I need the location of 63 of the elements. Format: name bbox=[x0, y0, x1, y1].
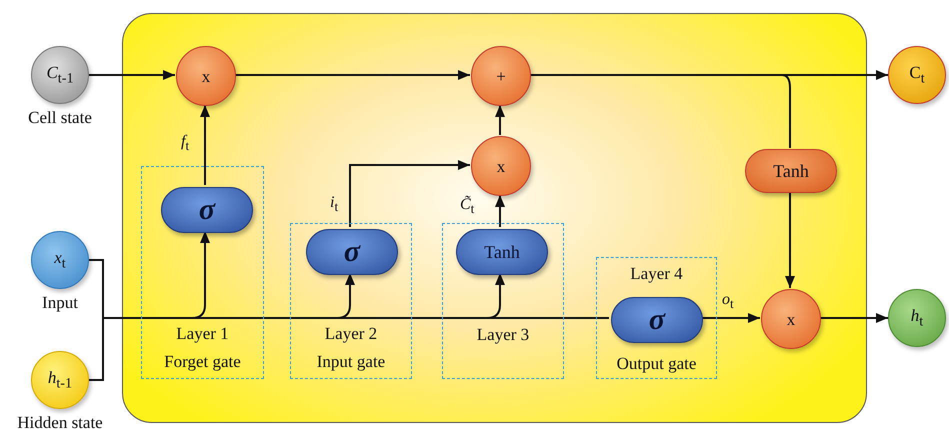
function-label: σ bbox=[648, 305, 666, 335]
state-circle bbox=[31, 351, 89, 409]
edge-label: C̃$_{t}$ bbox=[460, 196, 474, 218]
operation-circle bbox=[176, 46, 236, 106]
arrow bbox=[495, 105, 505, 135]
symbol-label: x bbox=[202, 68, 210, 84]
edge-label: o$_{t}$ bbox=[722, 291, 734, 314]
function-label: Tanh bbox=[484, 243, 520, 261]
activation-pill bbox=[161, 187, 253, 233]
arrow bbox=[89, 70, 175, 80]
gate-label: Forget gate bbox=[163, 352, 242, 372]
gate-label: Input gate bbox=[316, 352, 386, 372]
activation-pill bbox=[306, 229, 398, 275]
operation-circle bbox=[471, 46, 531, 106]
symbol-label: h$_{t-1}$ bbox=[48, 369, 72, 391]
state-caption: Input bbox=[42, 293, 78, 313]
arrow bbox=[495, 195, 505, 227]
operation-circle bbox=[471, 136, 531, 196]
state-circle bbox=[888, 289, 946, 347]
activation-pill bbox=[456, 229, 548, 275]
activation-pill bbox=[611, 297, 703, 343]
gate-label: Layer 4 bbox=[629, 264, 684, 284]
symbol-label: h$_{t}$ bbox=[910, 307, 924, 329]
edge-label: i$_{t}$ bbox=[330, 194, 338, 216]
connector-line bbox=[192, 317, 337, 319]
gate-label: Output gate bbox=[616, 354, 698, 374]
state-circle bbox=[31, 46, 89, 104]
symbol-label: x$_{t}$ bbox=[54, 249, 66, 271]
symbol-label: C$_{t-1}$ bbox=[46, 64, 74, 86]
symbol-label: x bbox=[786, 310, 796, 328]
state-caption: Hidden state bbox=[17, 413, 103, 429]
gate-label: Layer 2 bbox=[324, 324, 378, 344]
activation-pill bbox=[745, 149, 837, 193]
state-circle bbox=[31, 231, 89, 289]
function-label: σ bbox=[344, 237, 360, 267]
connector-line bbox=[337, 317, 487, 319]
symbol-label: C$_{t}$ bbox=[909, 64, 925, 86]
connector-line bbox=[89, 318, 104, 381]
arrow bbox=[349, 160, 470, 227]
operation-circle bbox=[761, 289, 821, 349]
gate-group bbox=[141, 166, 264, 379]
gate-group bbox=[290, 223, 412, 379]
connector-line bbox=[530, 74, 791, 148]
connector-line bbox=[103, 317, 192, 319]
gate-group bbox=[596, 257, 717, 379]
edge-label: f$_{t}$ bbox=[181, 133, 190, 156]
state-circle bbox=[888, 46, 946, 104]
arrow bbox=[235, 70, 470, 80]
connector-line bbox=[487, 317, 609, 319]
arrow bbox=[200, 105, 210, 185]
symbol-label: x bbox=[496, 158, 506, 174]
symbol-label: + bbox=[496, 68, 506, 84]
connector-line bbox=[89, 259, 104, 318]
cell-panel bbox=[122, 13, 867, 423]
gate-label: Layer 1 bbox=[175, 324, 230, 344]
gate-label: Layer 3 bbox=[476, 325, 530, 345]
function-label: σ bbox=[198, 195, 216, 225]
gate-group bbox=[442, 223, 564, 379]
arrow bbox=[785, 192, 795, 288]
state-caption: Cell state bbox=[28, 108, 92, 128]
arrow bbox=[820, 313, 888, 323]
arrow bbox=[701, 313, 760, 323]
function-label: Tanh bbox=[773, 162, 809, 180]
